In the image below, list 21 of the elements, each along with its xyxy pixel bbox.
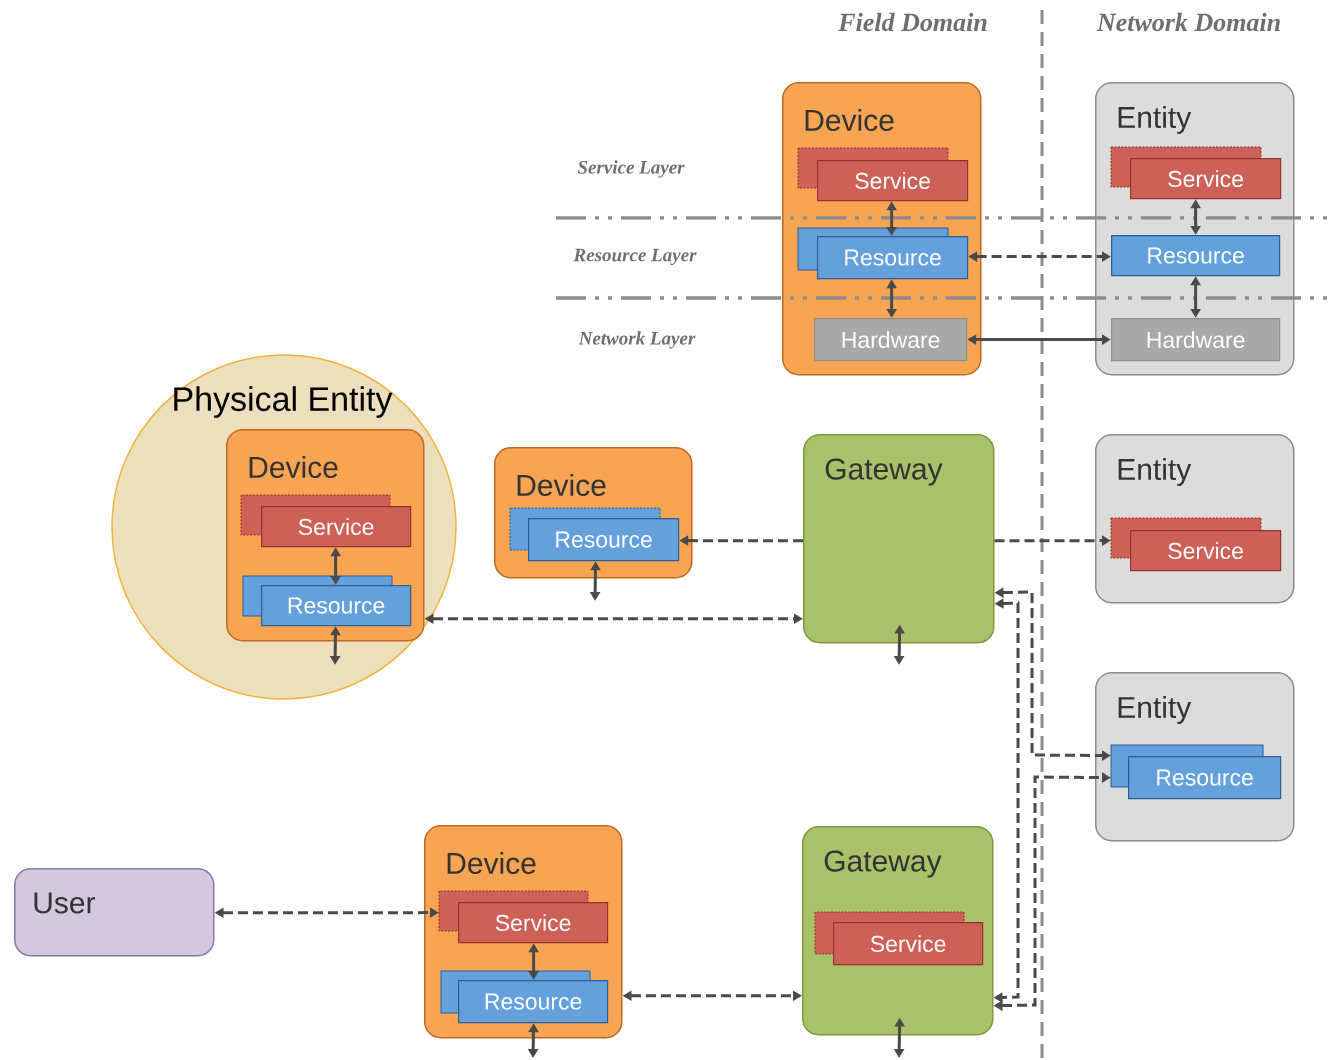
resource-box: Resource	[797, 227, 969, 280]
layer-label: Service Layer	[577, 160, 685, 178]
resource-box: Resource	[509, 507, 680, 562]
resource-box: Resource	[1110, 744, 1282, 800]
service-box: Service	[814, 911, 984, 966]
domain-label: Network Domain	[1096, 12, 1280, 32]
layer-label: Network Layer	[578, 331, 696, 349]
service-box: Service	[1110, 517, 1282, 572]
resource-box: Resource	[440, 970, 609, 1024]
layer-label: Resource Layer	[573, 248, 697, 266]
service-box: Service	[438, 890, 609, 944]
user-box: User	[14, 868, 215, 957]
hardware-box: Hardware	[814, 318, 968, 362]
service-box: Service	[1110, 146, 1282, 200]
gateway-box: Gateway	[803, 434, 995, 644]
domain-label: Field Domain	[838, 12, 987, 32]
resource-box: Resource	[242, 575, 412, 627]
resource-box: Resource	[1111, 235, 1281, 277]
hardware-box: Hardware	[1111, 318, 1281, 362]
service-box: Service	[240, 494, 412, 548]
service-box: Service	[797, 147, 969, 202]
